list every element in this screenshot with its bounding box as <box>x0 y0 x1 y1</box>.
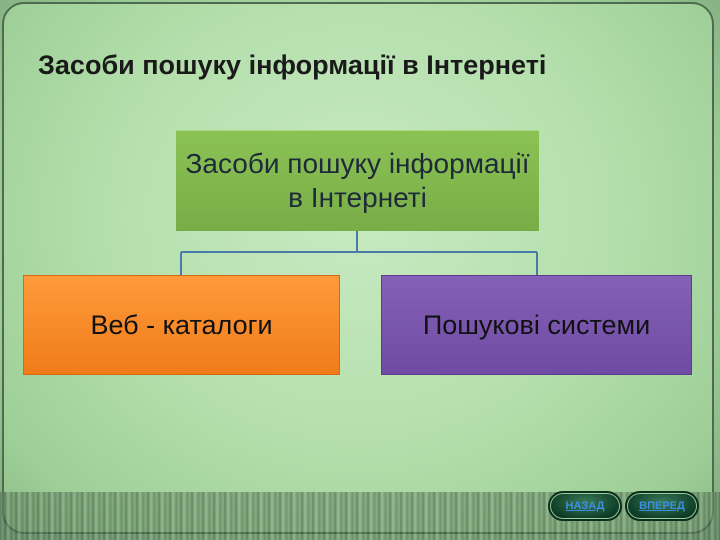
back-button[interactable]: НАЗАД <box>548 491 622 521</box>
next-button[interactable]: ВПЕРЕД <box>625 491 699 521</box>
root-node-label: Засоби пошуку інформації в Інтернеті <box>185 148 530 213</box>
diagram-node-search-engines: Пошукові системи <box>381 275 692 375</box>
node-label-search-engines: Пошукові системи <box>422 309 651 340</box>
diagram-node-web-catalogs: Веб - каталоги <box>23 275 340 375</box>
slide-title: Засоби пошуку інформації в Інтернеті <box>38 50 547 80</box>
diagram-root-node: Засоби пошуку інформації в Інтернеті <box>176 130 539 231</box>
slide-frame <box>2 2 714 534</box>
node-label-web-catalogs: Веб - каталоги <box>90 309 273 340</box>
